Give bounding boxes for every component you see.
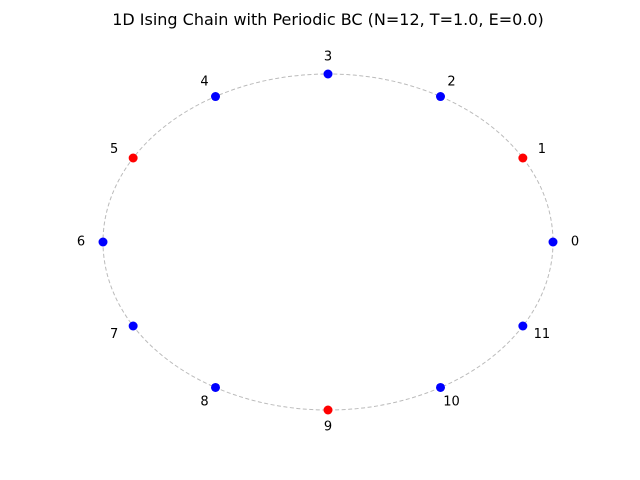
node-label-0: 0 xyxy=(571,235,579,250)
ring-layer xyxy=(102,73,554,411)
node-layer xyxy=(98,69,558,415)
spin-node-6 xyxy=(98,237,108,247)
node-label-4: 4 xyxy=(200,74,208,89)
spin-node-4 xyxy=(211,92,220,102)
spin-node-3 xyxy=(323,69,333,79)
node-label-1: 1 xyxy=(538,142,546,157)
spin-node-2 xyxy=(436,92,445,102)
node-label-6: 6 xyxy=(77,235,85,250)
node-label-11: 11 xyxy=(534,327,551,342)
node-label-2: 2 xyxy=(447,74,455,89)
node-label-10: 10 xyxy=(443,395,460,410)
node-label-5: 5 xyxy=(110,142,118,157)
spin-node-8 xyxy=(211,382,220,392)
label-layer: 0 1 2 3 4 5 6 7 8 9 10 11 xyxy=(77,50,579,435)
node-label-7: 7 xyxy=(110,327,118,342)
spin-node-9 xyxy=(323,405,333,415)
node-label-9: 9 xyxy=(324,420,332,435)
spin-node-10 xyxy=(436,382,445,392)
spin-node-1 xyxy=(518,153,528,163)
spin-node-5 xyxy=(128,153,138,163)
node-label-3: 3 xyxy=(324,50,332,65)
node-label-8: 8 xyxy=(200,395,208,410)
spin-node-7 xyxy=(128,321,138,331)
spin-node-11 xyxy=(518,321,528,331)
spin-node-0 xyxy=(548,237,558,247)
periodic-ring xyxy=(102,73,554,411)
chart-title: 1D Ising Chain with Periodic BC (N=12, T… xyxy=(112,10,544,29)
